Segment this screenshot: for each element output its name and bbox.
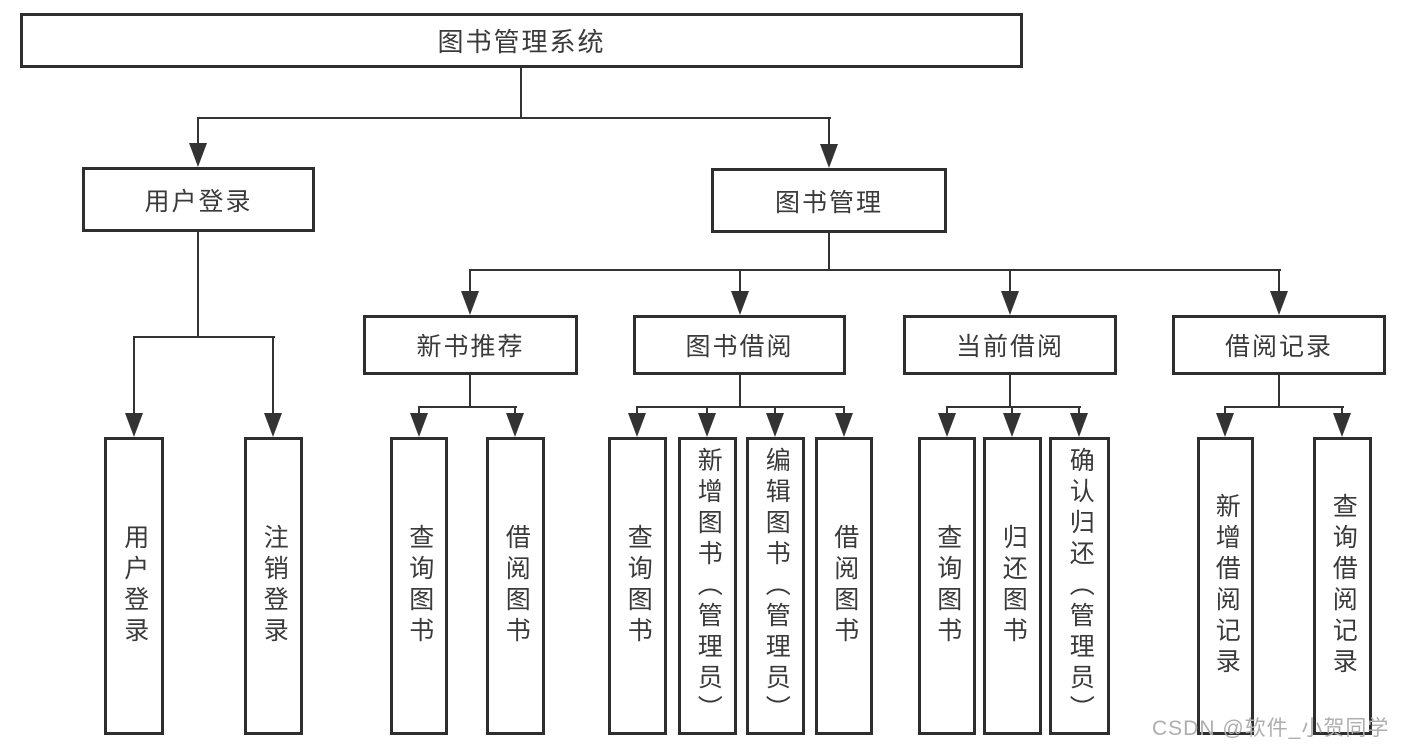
node-new-book-recommend-label: 新书推荐 — [416, 333, 525, 361]
connector-root-stem — [520, 68, 522, 119]
node-current-borrowing: 当前借阅 — [903, 315, 1117, 375]
arrow-borrowing-leaf4-icon — [835, 413, 853, 437]
arrow-borrowing-leaf2-icon — [698, 413, 716, 437]
leaf-query-books-current-label: 查询图书 — [933, 524, 962, 648]
leaf-edit-book-admin: 编辑图书（管理员） — [746, 437, 805, 735]
node-book-borrowing-label: 图书借阅 — [685, 333, 794, 361]
leaf-borrow-books-recommend: 借阅图书 — [486, 437, 545, 735]
arrow-to-current-icon — [1001, 291, 1019, 315]
connector-current-bar — [946, 406, 1081, 408]
leaf-query-borrow-record-label: 查询借阅记录 — [1329, 493, 1358, 679]
arrow-records-leaf2-icon — [1333, 413, 1351, 437]
leaf-edit-book-admin-label: 编辑图书（管理员） — [762, 446, 791, 726]
connector-borrowing-leaf3-stem — [774, 406, 776, 418]
arrow-to-leaf-user-login-icon — [125, 413, 143, 437]
node-user-login: 用户登录 — [82, 167, 315, 232]
connector-current-leaf2-stem — [1011, 406, 1013, 418]
leaf-borrow-books-recommend-label: 借阅图书 — [502, 524, 531, 648]
node-book-management-label: 图书管理 — [774, 188, 883, 217]
node-borrowing-records-label: 借阅记录 — [1224, 333, 1333, 361]
connector-to-user-login-stem — [197, 117, 199, 147]
arrow-to-borrowing-icon — [731, 291, 749, 315]
leaf-confirm-return-admin-label: 确认归还（管理员） — [1066, 446, 1095, 726]
leaf-add-book-admin: 新增图书（管理员） — [678, 437, 737, 735]
connector-borrowing-bar — [636, 406, 844, 408]
connector-records-leaf1-stem — [1224, 406, 1226, 418]
leaf-user-login: 用户登录 — [104, 437, 164, 735]
arrow-to-user-login-icon — [189, 143, 207, 167]
connector-root-bar — [197, 117, 831, 119]
connector-to-leaf-user-login-stem — [133, 336, 135, 418]
leaf-user-login-label: 用户登录 — [120, 524, 149, 648]
arrow-records-leaf1-icon — [1216, 413, 1234, 437]
connector-to-records-stem — [1278, 269, 1280, 295]
arrow-to-recommend-icon — [461, 291, 479, 315]
connector-to-borrowing-stem — [739, 269, 741, 295]
csdn-watermark: CSDN @软件_小贺同学 — [1152, 717, 1390, 740]
node-root-label: 图书管理系统 — [437, 27, 606, 57]
connector-book-mgmt-stem — [828, 233, 830, 271]
arrow-to-book-mgmt-icon — [820, 144, 838, 168]
arrow-to-leaf-logout-icon — [264, 413, 282, 437]
connector-recommend-leaf2-stem — [514, 406, 516, 418]
connector-current-leaf1-stem — [946, 406, 948, 418]
leaf-query-books-recommend: 查询图书 — [390, 437, 448, 735]
connector-recommend-bar — [418, 406, 517, 408]
connector-borrowing-leaf4-stem — [843, 406, 845, 418]
connector-user-login-bar — [133, 336, 275, 338]
connector-records-bar — [1224, 406, 1344, 408]
connector-current-leaf3-stem — [1078, 406, 1080, 418]
connector-to-leaf-logout-stem — [272, 336, 274, 418]
node-borrowing-records: 借阅记录 — [1172, 315, 1386, 375]
node-root: 图书管理系统 — [20, 13, 1023, 68]
arrow-current-leaf3-icon — [1070, 413, 1088, 437]
arrow-borrowing-leaf3-icon — [766, 413, 784, 437]
leaf-query-books-borrow: 查询图书 — [608, 437, 667, 735]
leaf-add-book-admin-label: 新增图书（管理员） — [694, 446, 723, 726]
leaf-logout: 注销登录 — [244, 437, 303, 735]
leaf-return-book-label: 归还图书 — [999, 524, 1028, 648]
arrow-borrowing-leaf1-icon — [628, 413, 646, 437]
node-book-management: 图书管理 — [711, 168, 947, 233]
node-user-login-label: 用户登录 — [144, 187, 253, 216]
leaf-query-books-borrow-label: 查询图书 — [624, 524, 653, 648]
connector-to-book-mgmt-stem — [828, 117, 830, 148]
leaf-add-borrow-record: 新增借阅记录 — [1197, 437, 1254, 735]
connector-recommend-leaf1-stem — [418, 406, 420, 418]
arrow-recommend-leaf2-icon — [506, 413, 524, 437]
leaf-confirm-return-admin: 确认归还（管理员） — [1049, 437, 1110, 735]
leaf-borrow-books: 借阅图书 — [815, 437, 873, 735]
connector-borrowing-stem — [739, 375, 741, 408]
connector-recommend-stem — [469, 375, 471, 408]
connector-records-stem — [1278, 375, 1280, 408]
connector-to-current-stem — [1009, 269, 1011, 295]
connector-to-recommend-stem — [469, 269, 471, 295]
node-book-borrowing: 图书借阅 — [633, 315, 846, 375]
leaf-borrow-books-label: 借阅图书 — [830, 524, 859, 648]
arrow-recommend-leaf1-icon — [410, 413, 428, 437]
connector-current-stem — [1009, 375, 1011, 408]
leaf-return-book: 归还图书 — [983, 437, 1042, 735]
connector-user-login-stem — [197, 232, 199, 338]
connector-book-mgmt-bar — [469, 269, 1281, 271]
arrow-current-leaf1-icon — [938, 413, 956, 437]
leaf-query-books-recommend-label: 查询图书 — [405, 524, 434, 648]
connector-records-leaf2-stem — [1341, 406, 1343, 418]
connector-borrowing-leaf1-stem — [636, 406, 638, 418]
node-new-book-recommend: 新书推荐 — [363, 315, 578, 375]
node-current-borrowing-label: 当前借阅 — [955, 333, 1064, 361]
leaf-query-borrow-record: 查询借阅记录 — [1313, 437, 1372, 735]
leaf-query-books-current: 查询图书 — [918, 437, 976, 735]
arrow-to-records-icon — [1270, 291, 1288, 315]
arrow-current-leaf2-icon — [1003, 413, 1021, 437]
connector-borrowing-leaf2-stem — [706, 406, 708, 418]
leaf-add-borrow-record-label: 新增借阅记录 — [1212, 493, 1241, 679]
leaf-logout-label: 注销登录 — [260, 524, 289, 648]
